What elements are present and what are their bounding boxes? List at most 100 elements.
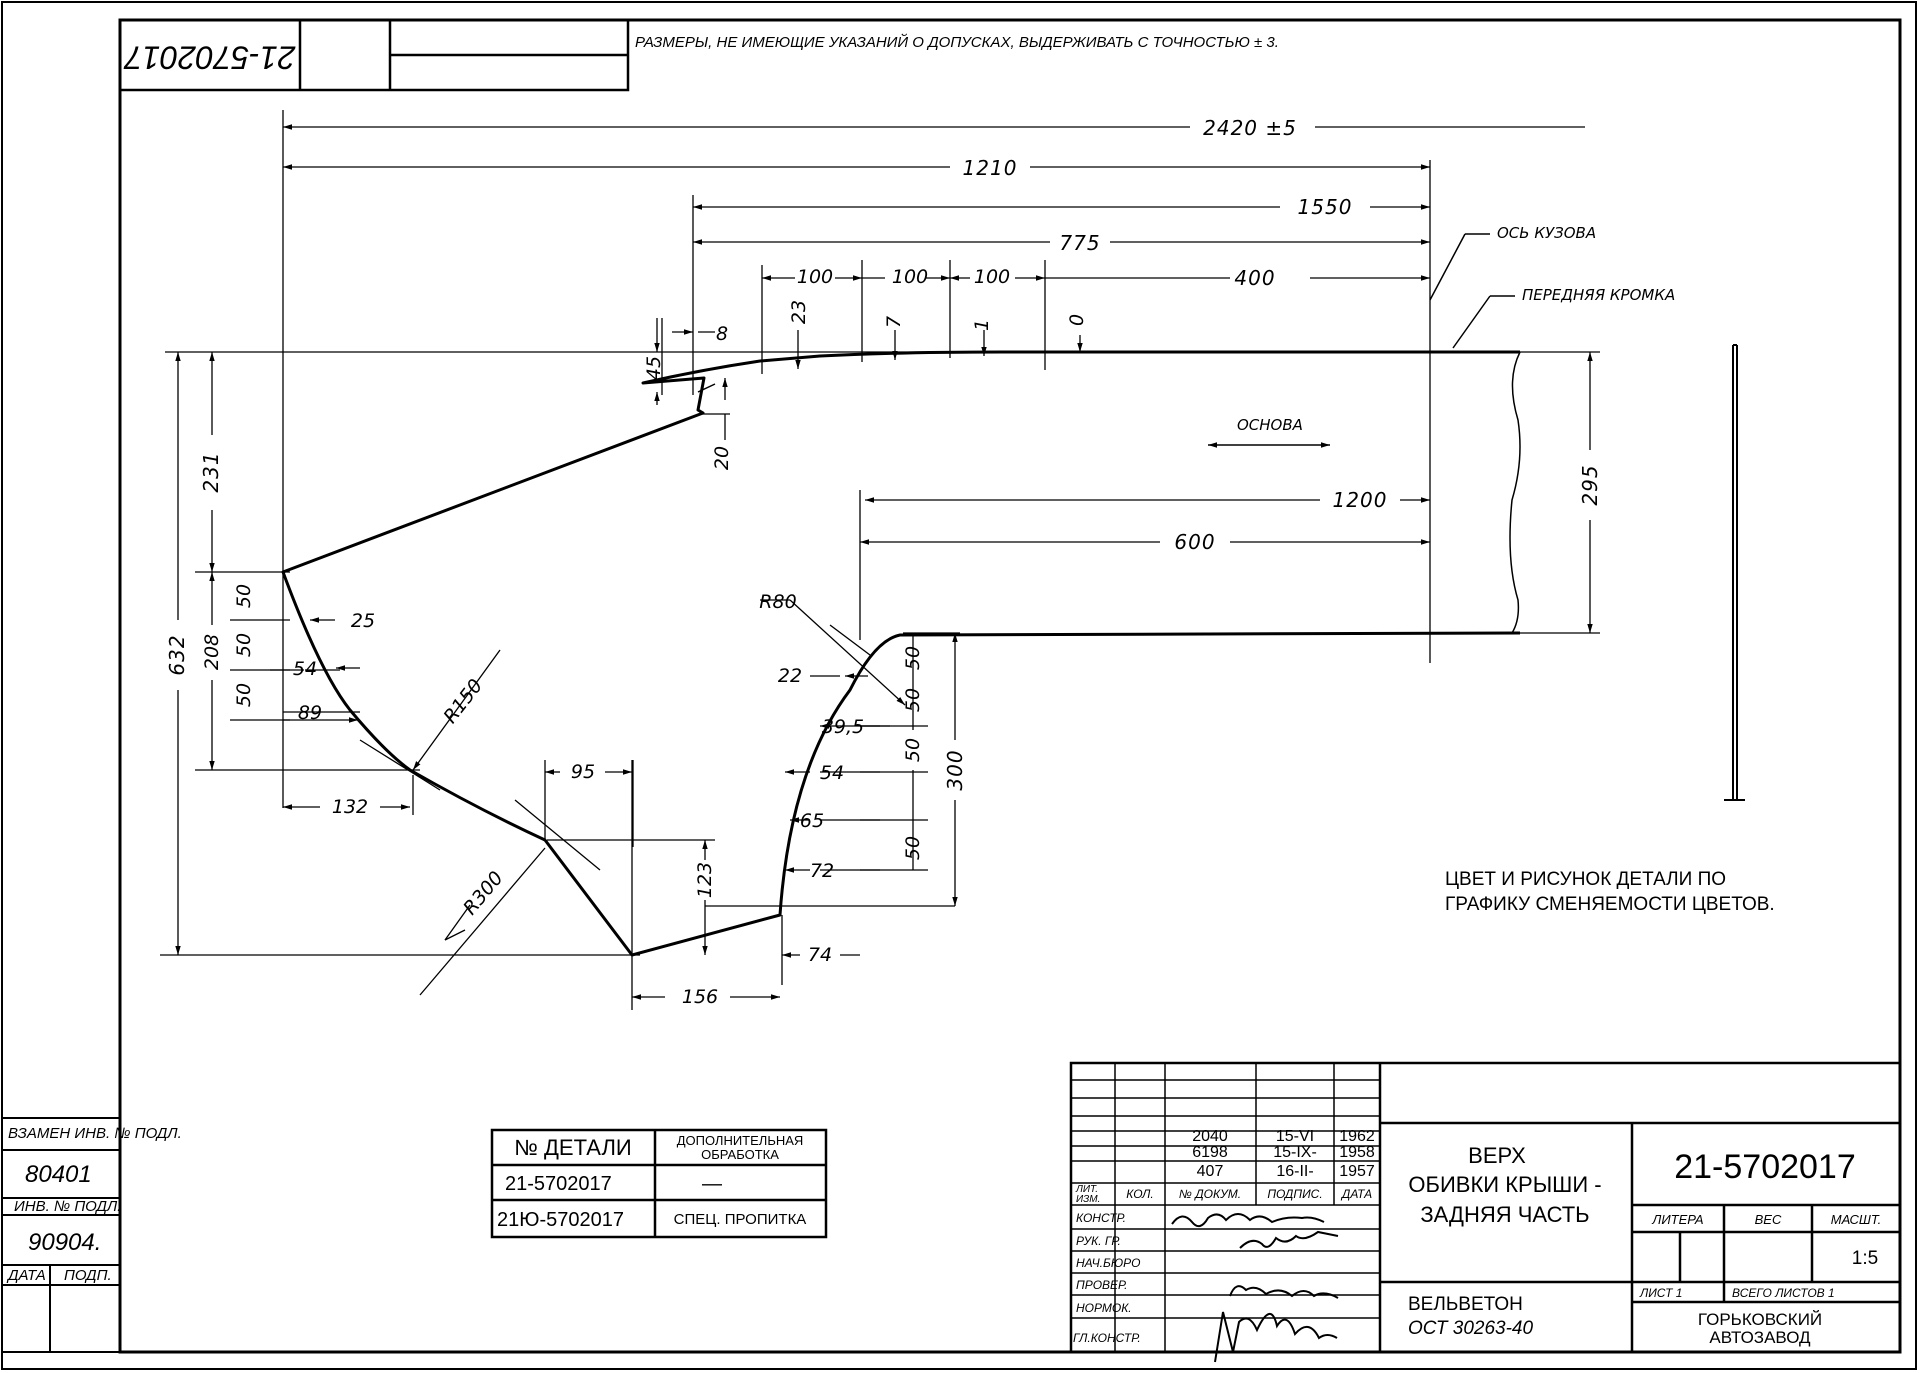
color-note-line2: ГРАФИКУ СМЕНЯЕМОСТИ ЦВЕТОВ. xyxy=(1445,894,1775,915)
dim-22: 22 xyxy=(778,665,802,687)
leaders xyxy=(1208,233,1515,448)
parts-header-processing: ДОПОЛНИТЕЛЬНАЯ xyxy=(677,1133,804,1148)
dim-7: 7 xyxy=(883,316,905,328)
front-edge-label: ПЕРЕДНЯЯ КРОМКА xyxy=(1522,286,1675,304)
role-constr: КОНСТР. xyxy=(1076,1211,1126,1225)
litera-label: ЛИТЕРА xyxy=(1651,1212,1703,1227)
dimension-texts: 2420 ±5 1210 1550 775 400 100 100 100 8 … xyxy=(165,116,1602,1008)
dim-100a: 100 xyxy=(797,266,833,288)
parts-table xyxy=(490,1128,828,1239)
sign-label: ПОДП. xyxy=(64,1267,112,1284)
dim-65: 65 xyxy=(800,810,824,832)
change-sign-1: 15-VI xyxy=(1276,1128,1314,1145)
change-doc-3: 407 xyxy=(1197,1163,1224,1180)
vertical-dimension-lines xyxy=(175,318,1593,955)
tolerance-note: РАЗМЕРЫ, НЕ ИМЕЮЩИЕ УКАЗАНИЙ О ДОПУСКАХ,… xyxy=(635,33,1279,51)
dim-r300: R300 xyxy=(459,867,508,919)
dim-632: 632 xyxy=(165,634,189,675)
title-line1: ВЕРХ xyxy=(1468,1143,1526,1168)
part-outline xyxy=(281,350,1521,957)
inv-label: ИНВ. № ПОДЛ. xyxy=(14,1198,121,1215)
title-block xyxy=(1069,1061,1902,1354)
parts-row2-processing: СПЕЦ. ПРОПИТКА xyxy=(674,1211,807,1228)
left-gauge-ticks xyxy=(230,617,360,723)
edge-profile xyxy=(1724,344,1745,801)
top-number-inverted: 21-5702017 xyxy=(123,40,296,76)
dim-600: 600 xyxy=(1174,530,1215,554)
handwritten-signatures xyxy=(1171,1213,1339,1363)
dim-25: 25 xyxy=(351,610,375,632)
change-year-2: 1958 xyxy=(1339,1144,1375,1161)
parts-header-processing-2: ОБРАБОТКА xyxy=(701,1147,779,1162)
dim-r150: R150 xyxy=(439,675,487,728)
change-sign-3: 16-II- xyxy=(1276,1163,1313,1180)
dim-231: 231 xyxy=(199,451,223,492)
title-line2: ОБИВКИ КРЫШИ - xyxy=(1408,1172,1601,1197)
sheets-total-label: ВСЕГО ЛИСТОВ 1 xyxy=(1732,1286,1835,1300)
dim-156: 156 xyxy=(682,986,718,1008)
dim-v50d: 50 xyxy=(902,836,924,860)
change-doc-1: 2040 xyxy=(1192,1128,1228,1145)
dim-72: 72 xyxy=(810,860,834,882)
doc-number: 21-5702017 xyxy=(1674,1148,1856,1186)
scale-label: МАСШТ. xyxy=(1831,1212,1882,1227)
dim-100c: 100 xyxy=(974,266,1010,288)
col-header-sign: ПОДПИС. xyxy=(1267,1187,1322,1201)
extension-lines xyxy=(160,110,1600,1010)
parts-header-number: № ДЕТАЛИ xyxy=(514,1135,631,1160)
col-header-date: ДАТА xyxy=(1340,1187,1372,1201)
right-gauge-ticks xyxy=(785,673,928,873)
role-bureau-head: НАЧ.БЮРО xyxy=(1076,1256,1140,1270)
radius-leaders xyxy=(359,599,906,996)
dim-95: 95 xyxy=(571,761,595,783)
dim-23: 23 xyxy=(788,300,810,324)
role-group-lead: РУК. ГР. xyxy=(1076,1234,1121,1248)
dim-50a: 50 xyxy=(233,584,255,608)
role-normcontrol: НОРМОК. xyxy=(1076,1301,1132,1315)
inv-value: 90904. xyxy=(28,1229,101,1256)
dim-100b: 100 xyxy=(892,266,928,288)
color-note-line1: ЦВЕТ И РИСУНОК ДЕТАЛИ ПО xyxy=(1445,869,1726,890)
change-sign-2: 15-IX- xyxy=(1273,1144,1317,1161)
dim-50b: 50 xyxy=(233,633,255,657)
dim-0: 0 xyxy=(1066,314,1088,326)
col-header-lit: ЛИТ. xyxy=(1075,1184,1098,1195)
dim-54b: 54 xyxy=(820,762,844,784)
dim-208: 208 xyxy=(201,634,223,670)
sheet-label: ЛИСТ 1 xyxy=(1639,1286,1682,1300)
dim-r80: R80 xyxy=(759,591,796,613)
dim-overall: 2420 ±5 xyxy=(1203,116,1297,140)
role-chief-constr: ГЛ.КОНСТР. xyxy=(1073,1331,1141,1345)
col-header-izm: ИЗМ. xyxy=(1076,1194,1100,1205)
dim-20: 20 xyxy=(711,446,733,470)
axis-label: ОСЬ КУЗОВА xyxy=(1497,224,1596,242)
date-label: ДАТА xyxy=(6,1267,46,1284)
scale-value: 1:5 xyxy=(1852,1248,1878,1269)
dim-300: 300 xyxy=(943,749,967,790)
dim-1210: 1210 xyxy=(963,156,1018,180)
parts-row2-number: 21Ю-5702017 xyxy=(497,1209,624,1231)
warp-label: ОСНОВА xyxy=(1237,416,1303,434)
replaced-label: ВЗАМЕН ИНВ. № ПОДЛ. xyxy=(8,1125,182,1142)
dim-1200: 1200 xyxy=(1333,488,1388,512)
dim-295: 295 xyxy=(1578,464,1602,505)
role-checker: ПРОВЕР. xyxy=(1076,1278,1128,1292)
weight-label: ВЕС xyxy=(1755,1212,1782,1227)
change-year-3: 1957 xyxy=(1339,1163,1375,1180)
dim-132: 132 xyxy=(332,796,368,818)
dim-8: 8 xyxy=(716,323,728,345)
dim-1550: 1550 xyxy=(1298,195,1353,219)
dim-400: 400 xyxy=(1234,266,1275,290)
col-header-doc: № ДОКУМ. xyxy=(1179,1187,1241,1201)
material-line2: ОСТ 30263-40 xyxy=(1408,1318,1533,1339)
col-header-kol: КОЛ. xyxy=(1126,1187,1153,1201)
dim-54a: 54 xyxy=(293,658,317,680)
parts-row1-number: 21-5702017 xyxy=(505,1173,612,1195)
dim-v50a: 50 xyxy=(902,646,924,670)
dim-123: 123 xyxy=(694,862,716,898)
change-doc-2: 6198 xyxy=(1192,1144,1228,1161)
left-strip xyxy=(2,1117,120,1353)
change-year-1: 1962 xyxy=(1339,1128,1375,1145)
